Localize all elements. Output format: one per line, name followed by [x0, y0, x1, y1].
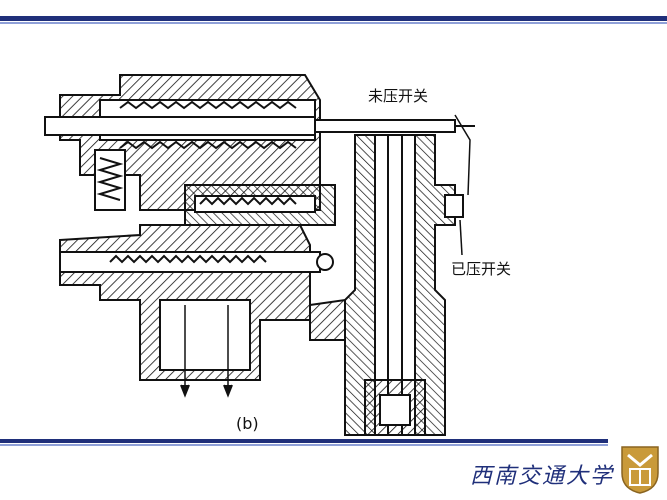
middle-shaft: [184, 184, 336, 226]
pressed-switch-label: 已压开关: [451, 260, 512, 278]
lower-housing: [59, 224, 334, 398]
figure-caption: (b): [236, 414, 259, 433]
left-coil: [94, 149, 126, 211]
upper-spring: [119, 100, 297, 150]
university-logo-icon: [621, 446, 659, 494]
top-rule: [0, 16, 667, 21]
bottom-rule: [0, 439, 608, 443]
switch-leaders: [454, 114, 471, 256]
vertical-column: [344, 134, 464, 436]
university-name: 西南交通大学: [470, 464, 615, 489]
connecting-arm: [309, 298, 346, 341]
top-rule-accent: [0, 22, 667, 24]
bottom-rule-accent: [0, 444, 608, 446]
unpressed-switch-label: 未压开关: [368, 87, 429, 105]
